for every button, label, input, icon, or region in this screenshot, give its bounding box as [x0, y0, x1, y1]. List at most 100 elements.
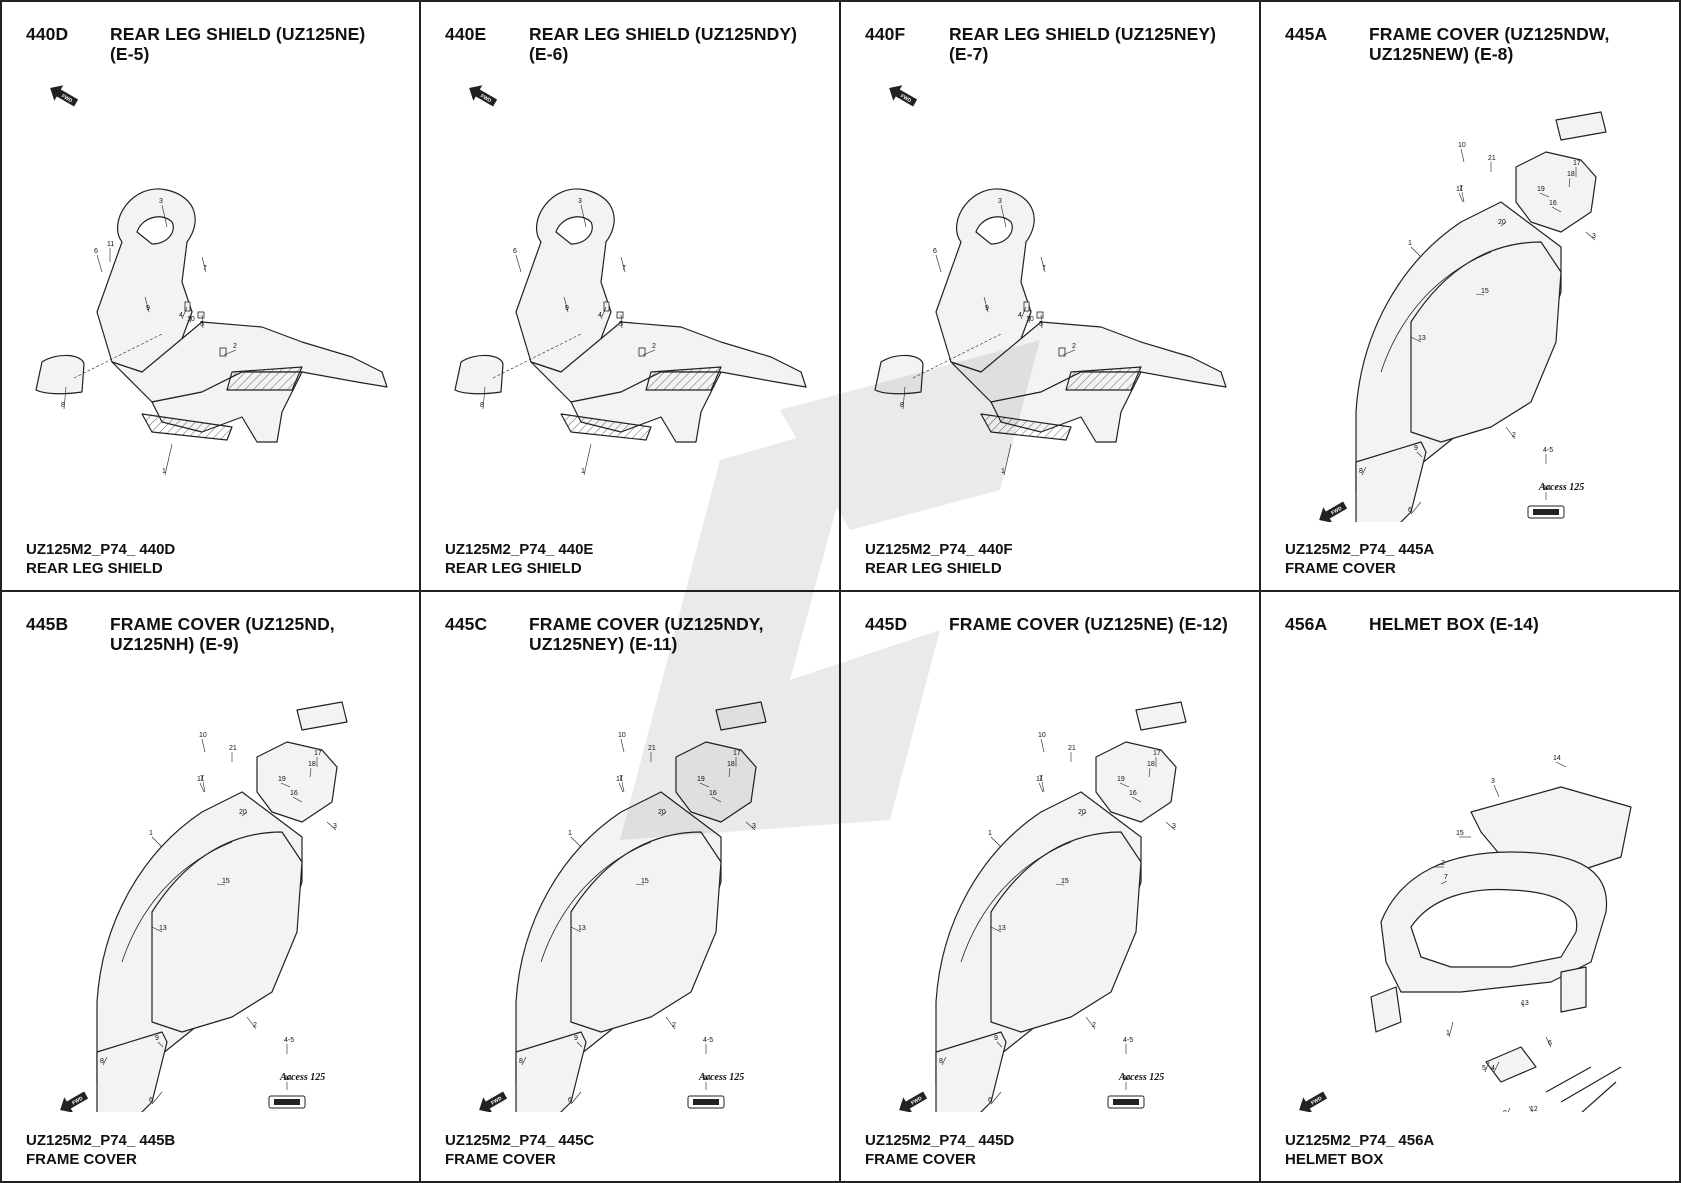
badge-text: Access 125 [698, 1072, 744, 1083]
fwd-arrow-icon: FWD [479, 1091, 508, 1112]
callout-label: 11 [107, 241, 114, 248]
callout-label: 9 [146, 305, 150, 312]
panel-footer: UZ125M2_P74_ 445B FRAME COVER [26, 1131, 175, 1169]
callout-label: 6 [94, 248, 98, 255]
panel-footer: UZ125M2_P74_ 456A HELMET BOX [1285, 1131, 1434, 1169]
model-badge: Access 125 [1118, 1072, 1164, 1083]
diagram-panel-440e: 440E REAR LEG SHIELD (UZ125NDY) (E-6) FW… [421, 0, 841, 592]
callout-label: 7 [1039, 775, 1043, 782]
fwd-arrow-icon: FWD [899, 1091, 928, 1112]
callout-label: 18 [1147, 761, 1155, 768]
callout-label: 6 [568, 1097, 572, 1104]
callout-label: 15 [222, 878, 230, 885]
callout-label: 10 [1038, 732, 1046, 739]
footer-part-name: HELMET BOX [1285, 1151, 1384, 1168]
callout-label: 19 [278, 776, 286, 783]
callout-label: 4 [179, 312, 183, 319]
fwd-arrow-icon: FWD [60, 1091, 89, 1112]
callout-label: 8 [1503, 1110, 1507, 1112]
callout-label: 14 [703, 1075, 711, 1082]
fwd-label: FWD [490, 1095, 503, 1106]
exploded-view: Access 125 FWD 1234-56789101112131415161… [841, 662, 1259, 1112]
callout-label: 5 [619, 321, 623, 328]
panel-title: REAR LEG SHIELD (UZ125NDY) (E-6) [529, 24, 798, 64]
badge-text: Access 125 [1538, 482, 1584, 493]
callout-label: 10 [618, 732, 626, 739]
fwd-label: FWD [1310, 1095, 1323, 1106]
callout-label: 6 [149, 1097, 153, 1104]
callout-label: 20 [1498, 219, 1506, 226]
fwd-label: FWD [479, 93, 492, 104]
footer-part-name: REAR LEG SHIELD [445, 560, 582, 577]
badge-text: Access 125 [279, 1072, 325, 1083]
frame-cover-drawing: Access 125 FWD 1234-56789101112131415161… [899, 701, 1187, 1112]
exploded-view: Access 125 FWD 1234-56789101112131415161… [421, 662, 839, 1112]
callout-label: 11 [1456, 186, 1463, 193]
panel-title: REAR LEG SHIELD (UZ125NE) (E-5) [110, 24, 366, 64]
callout-label: 3 [1592, 233, 1596, 240]
callout-label: 3 [752, 823, 756, 830]
panel-code: 445A [1285, 24, 1328, 44]
footer-reference: UZ125M2_P74_ 445A [1285, 541, 1435, 558]
callout-label: 20 [239, 809, 247, 816]
callout-label: 4-5 [1543, 447, 1553, 454]
panel-title: FRAME COVER (UZ125ND, UZ125NH) (E-9) [110, 614, 335, 654]
exploded-view: FWD 123456789101112131415 [1261, 662, 1679, 1112]
callout-label: 6 [933, 248, 937, 255]
fwd-label: FWD [71, 1095, 84, 1106]
callout-label: 3 [998, 198, 1002, 205]
callout-label: 4 [1018, 312, 1022, 319]
callout-label: 8 [939, 1058, 943, 1065]
callout-label: 8 [1359, 468, 1363, 475]
model-badge: Access 125 [279, 1072, 325, 1083]
callout-label: 19 [697, 776, 705, 783]
footer-reference: UZ125M2_P74_ 445B [26, 1132, 176, 1149]
callout-label: 11 [1036, 776, 1043, 783]
diagram-panel-456a: 456A HELMET BOX (E-14) FWD 1234567891011… [1261, 592, 1681, 1183]
callout-label: 16 [1549, 200, 1557, 207]
callout-label: 3 [1172, 823, 1176, 830]
callout-label: 7 [1444, 874, 1448, 881]
callout-label: 10 [187, 316, 195, 323]
callout-label: 19 [1117, 776, 1125, 783]
callout-label: 3 [578, 198, 582, 205]
callout-label: 7 [622, 265, 626, 272]
callout-label: 1 [1408, 240, 1412, 247]
footer-part-name: FRAME COVER [445, 1151, 556, 1168]
footer-reference: UZ125M2_P74_ 440D [26, 541, 176, 558]
diagram-panel-445a: 445A FRAME COVER (UZ125NDW, UZ125NEW) (E… [1261, 0, 1681, 592]
panel-title: REAR LEG SHIELD (UZ125NEY) (E-7) [949, 24, 1217, 64]
callout-label: 18 [308, 761, 316, 768]
fwd-arrow-icon: FWD [889, 85, 918, 107]
callout-label: 21 [1488, 155, 1496, 162]
panel-footer: UZ125M2_P74_ 440D REAR LEG SHIELD [26, 540, 175, 578]
callout-label: 2 [233, 343, 237, 350]
callout-label: 15 [1481, 288, 1489, 295]
callout-label: 9 [994, 1035, 998, 1042]
footer-part-name: FRAME COVER [865, 1151, 976, 1168]
fwd-label: FWD [910, 1095, 923, 1106]
callout-label: 15 [1456, 830, 1464, 837]
callout-label: 20 [658, 809, 666, 816]
fwd-arrow-icon: FWD [1299, 1091, 1328, 1112]
callout-label: 3 [1491, 778, 1495, 785]
helmet-box-drawing: FWD 123456789101112131415 [1299, 755, 1632, 1112]
fwd-arrow-icon: FWD [469, 85, 498, 107]
frame-cover-drawing: Access 125 FWD 1234-56789101112131415161… [479, 701, 767, 1112]
diagram-panel-440d: 440D REAR LEG SHIELD (UZ125NE) (E-5) FWD [0, 0, 421, 592]
callout-label: 10 [1026, 316, 1034, 323]
callout-label: 13 [998, 925, 1006, 932]
callout-label: 14 [284, 1075, 292, 1082]
panel-title: FRAME COVER (UZ125NDW, UZ125NEW) (E-8) [1369, 24, 1610, 64]
callout-label: 1 [568, 830, 572, 837]
callout-label: 2 [253, 1022, 257, 1029]
footer-reference: UZ125M2_P74_ 440F [865, 541, 1013, 558]
fwd-label: FWD [60, 93, 73, 104]
callout-label: 18 [1567, 171, 1575, 178]
callout-label: 5 [1039, 321, 1043, 328]
callout-label: 8 [61, 402, 65, 409]
callout-label: 3 [333, 823, 337, 830]
panel-code: 440D [26, 24, 69, 44]
